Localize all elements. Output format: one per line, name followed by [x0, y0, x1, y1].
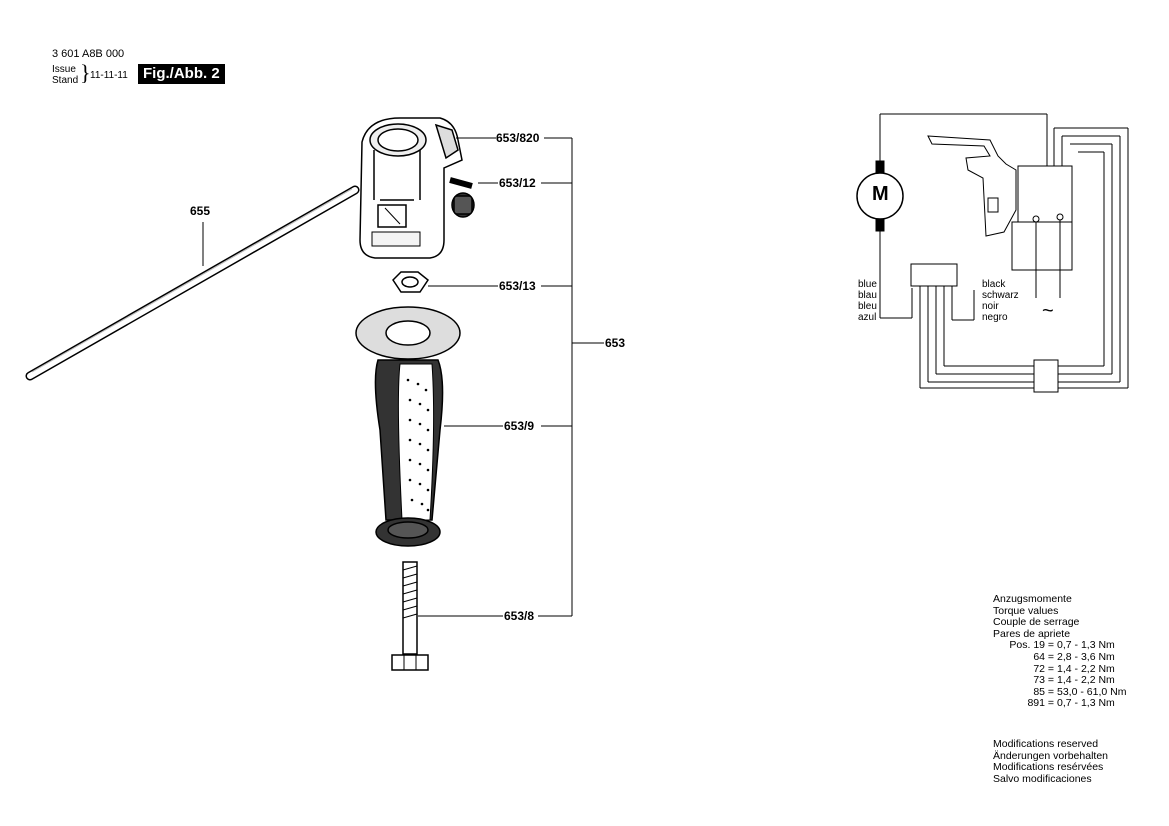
- wire-color-right-line: schwarz: [982, 290, 1019, 301]
- torque-sep: =: [1047, 697, 1055, 710]
- torque-values: Anzugsmomente Torque values Couple de se…: [993, 593, 1127, 710]
- torque-row: 64 = 2,8 - 3,6 Nm: [993, 650, 1126, 664]
- wire-color-right-line: black: [982, 279, 1006, 290]
- leader-lines: [418, 137, 604, 617]
- handle-653-9: [355, 306, 461, 547]
- torque-pos: 73: [1033, 674, 1045, 687]
- torque-min: 0,7: [1056, 697, 1072, 710]
- wire-color-left-line: blau: [858, 290, 877, 301]
- motor-label: M: [872, 183, 889, 205]
- torque-sep: =: [1047, 639, 1055, 652]
- part-label-653-13: 653/13: [499, 279, 536, 293]
- torque-min: 2,8: [1056, 650, 1072, 663]
- issue-label: Issue: [52, 64, 76, 75]
- torque-sep: =: [1047, 662, 1055, 675]
- figure-label: Fig./Abb. 2: [138, 64, 225, 84]
- torque-unit: Nm: [1098, 650, 1115, 663]
- wire-color-left-line: bleu: [858, 301, 877, 312]
- torque-row: Pos. 19 = 0,7 - 1,3 Nm: [993, 640, 1126, 652]
- thumb-screw-653-12: [449, 177, 475, 218]
- nut-653-13: [392, 271, 430, 293]
- torque-row: 85 = 53,0 - 61,0 Nm: [993, 685, 1127, 699]
- wire-color-left: blue blau bleu azul: [858, 279, 877, 323]
- torque-unit: Nm: [1110, 685, 1127, 698]
- modifications-line: Änderungen vorbehalten: [993, 749, 1109, 762]
- wire-color-right: black schwarz noir negro: [982, 279, 1019, 323]
- torque-heading: Torque values: [993, 604, 1059, 617]
- torque-max: 1,3: [1080, 697, 1096, 710]
- stand-label: Stand: [52, 75, 79, 86]
- part-label-653-12: 653/12: [499, 176, 536, 190]
- clamp-653-820: [359, 117, 463, 259]
- part-label-655: 655: [190, 204, 211, 218]
- torque-heading: Anzugsmomente: [993, 593, 1072, 605]
- torque-pos: 85: [1033, 685, 1045, 698]
- torque-row: 72 = 1,4 - 2,2 Nm: [993, 662, 1126, 676]
- torque-row: 891 = 0,7 - 1,3 Nm: [993, 698, 1126, 710]
- bolt-653-8: [391, 561, 429, 671]
- torque-pos: 891: [1027, 697, 1045, 710]
- torque-row: 73 = 1,4 - 2,2 Nm: [993, 675, 1126, 687]
- part-label-653-8: 653/8: [504, 609, 535, 623]
- part-label-653-9: 653/9: [504, 419, 535, 433]
- modifications-line: Modifications resérvées: [993, 761, 1104, 774]
- torque-pos: Pos. 19: [1009, 639, 1045, 652]
- brace-glyph: }: [80, 60, 91, 85]
- modifications-notice: Modifications reserved Änderungen vorbeh…: [993, 738, 1109, 785]
- wire-color-right-line: noir: [982, 301, 999, 312]
- torque-heading: Pares de apriete: [993, 627, 1071, 640]
- torque-min: 1,4: [1056, 674, 1072, 687]
- modifications-line: Salvo modificaciones: [993, 772, 1092, 785]
- torque-pos: 64: [1033, 650, 1045, 663]
- torque-pos: 72: [1033, 662, 1045, 675]
- ac-symbol: ~: [1042, 300, 1054, 322]
- torque-unit: Nm: [1098, 662, 1115, 675]
- torque-sep: =: [1047, 685, 1055, 698]
- torque-unit: Nm: [1098, 697, 1115, 710]
- modifications-line: Modifications reserved: [993, 738, 1099, 750]
- torque-min: 0,7: [1056, 639, 1072, 652]
- torque-max: 2,2: [1080, 674, 1096, 687]
- torque-min: 53,0: [1056, 685, 1078, 698]
- torque-min: 1,4: [1056, 662, 1072, 675]
- issue-date: 11-11-11: [90, 70, 128, 81]
- rod-655: [25, 185, 360, 381]
- document-number: 3 601 A8B 000: [52, 48, 125, 60]
- wire-color-left-line: blue: [858, 279, 877, 290]
- wire-color-right-line: negro: [982, 312, 1008, 323]
- torque-max: 3,6: [1080, 650, 1096, 663]
- part-label-653-820: 653/820: [496, 131, 540, 145]
- part-label-653: 653: [605, 336, 626, 350]
- torque-sep: =: [1047, 650, 1055, 663]
- torque-sep: =: [1047, 674, 1055, 687]
- wire-color-left-line: azul: [858, 312, 877, 323]
- torque-heading: Couple de serrage: [993, 616, 1080, 629]
- wiring-diagram: [856, 113, 1129, 393]
- issue-label-block: Issue Stand: [52, 64, 78, 86]
- torque-max: 1,3: [1080, 639, 1096, 652]
- torque-unit: Nm: [1098, 639, 1115, 652]
- torque-max: 2,2: [1080, 662, 1096, 675]
- torque-unit: Nm: [1098, 674, 1115, 687]
- torque-max: 61,0: [1086, 685, 1108, 698]
